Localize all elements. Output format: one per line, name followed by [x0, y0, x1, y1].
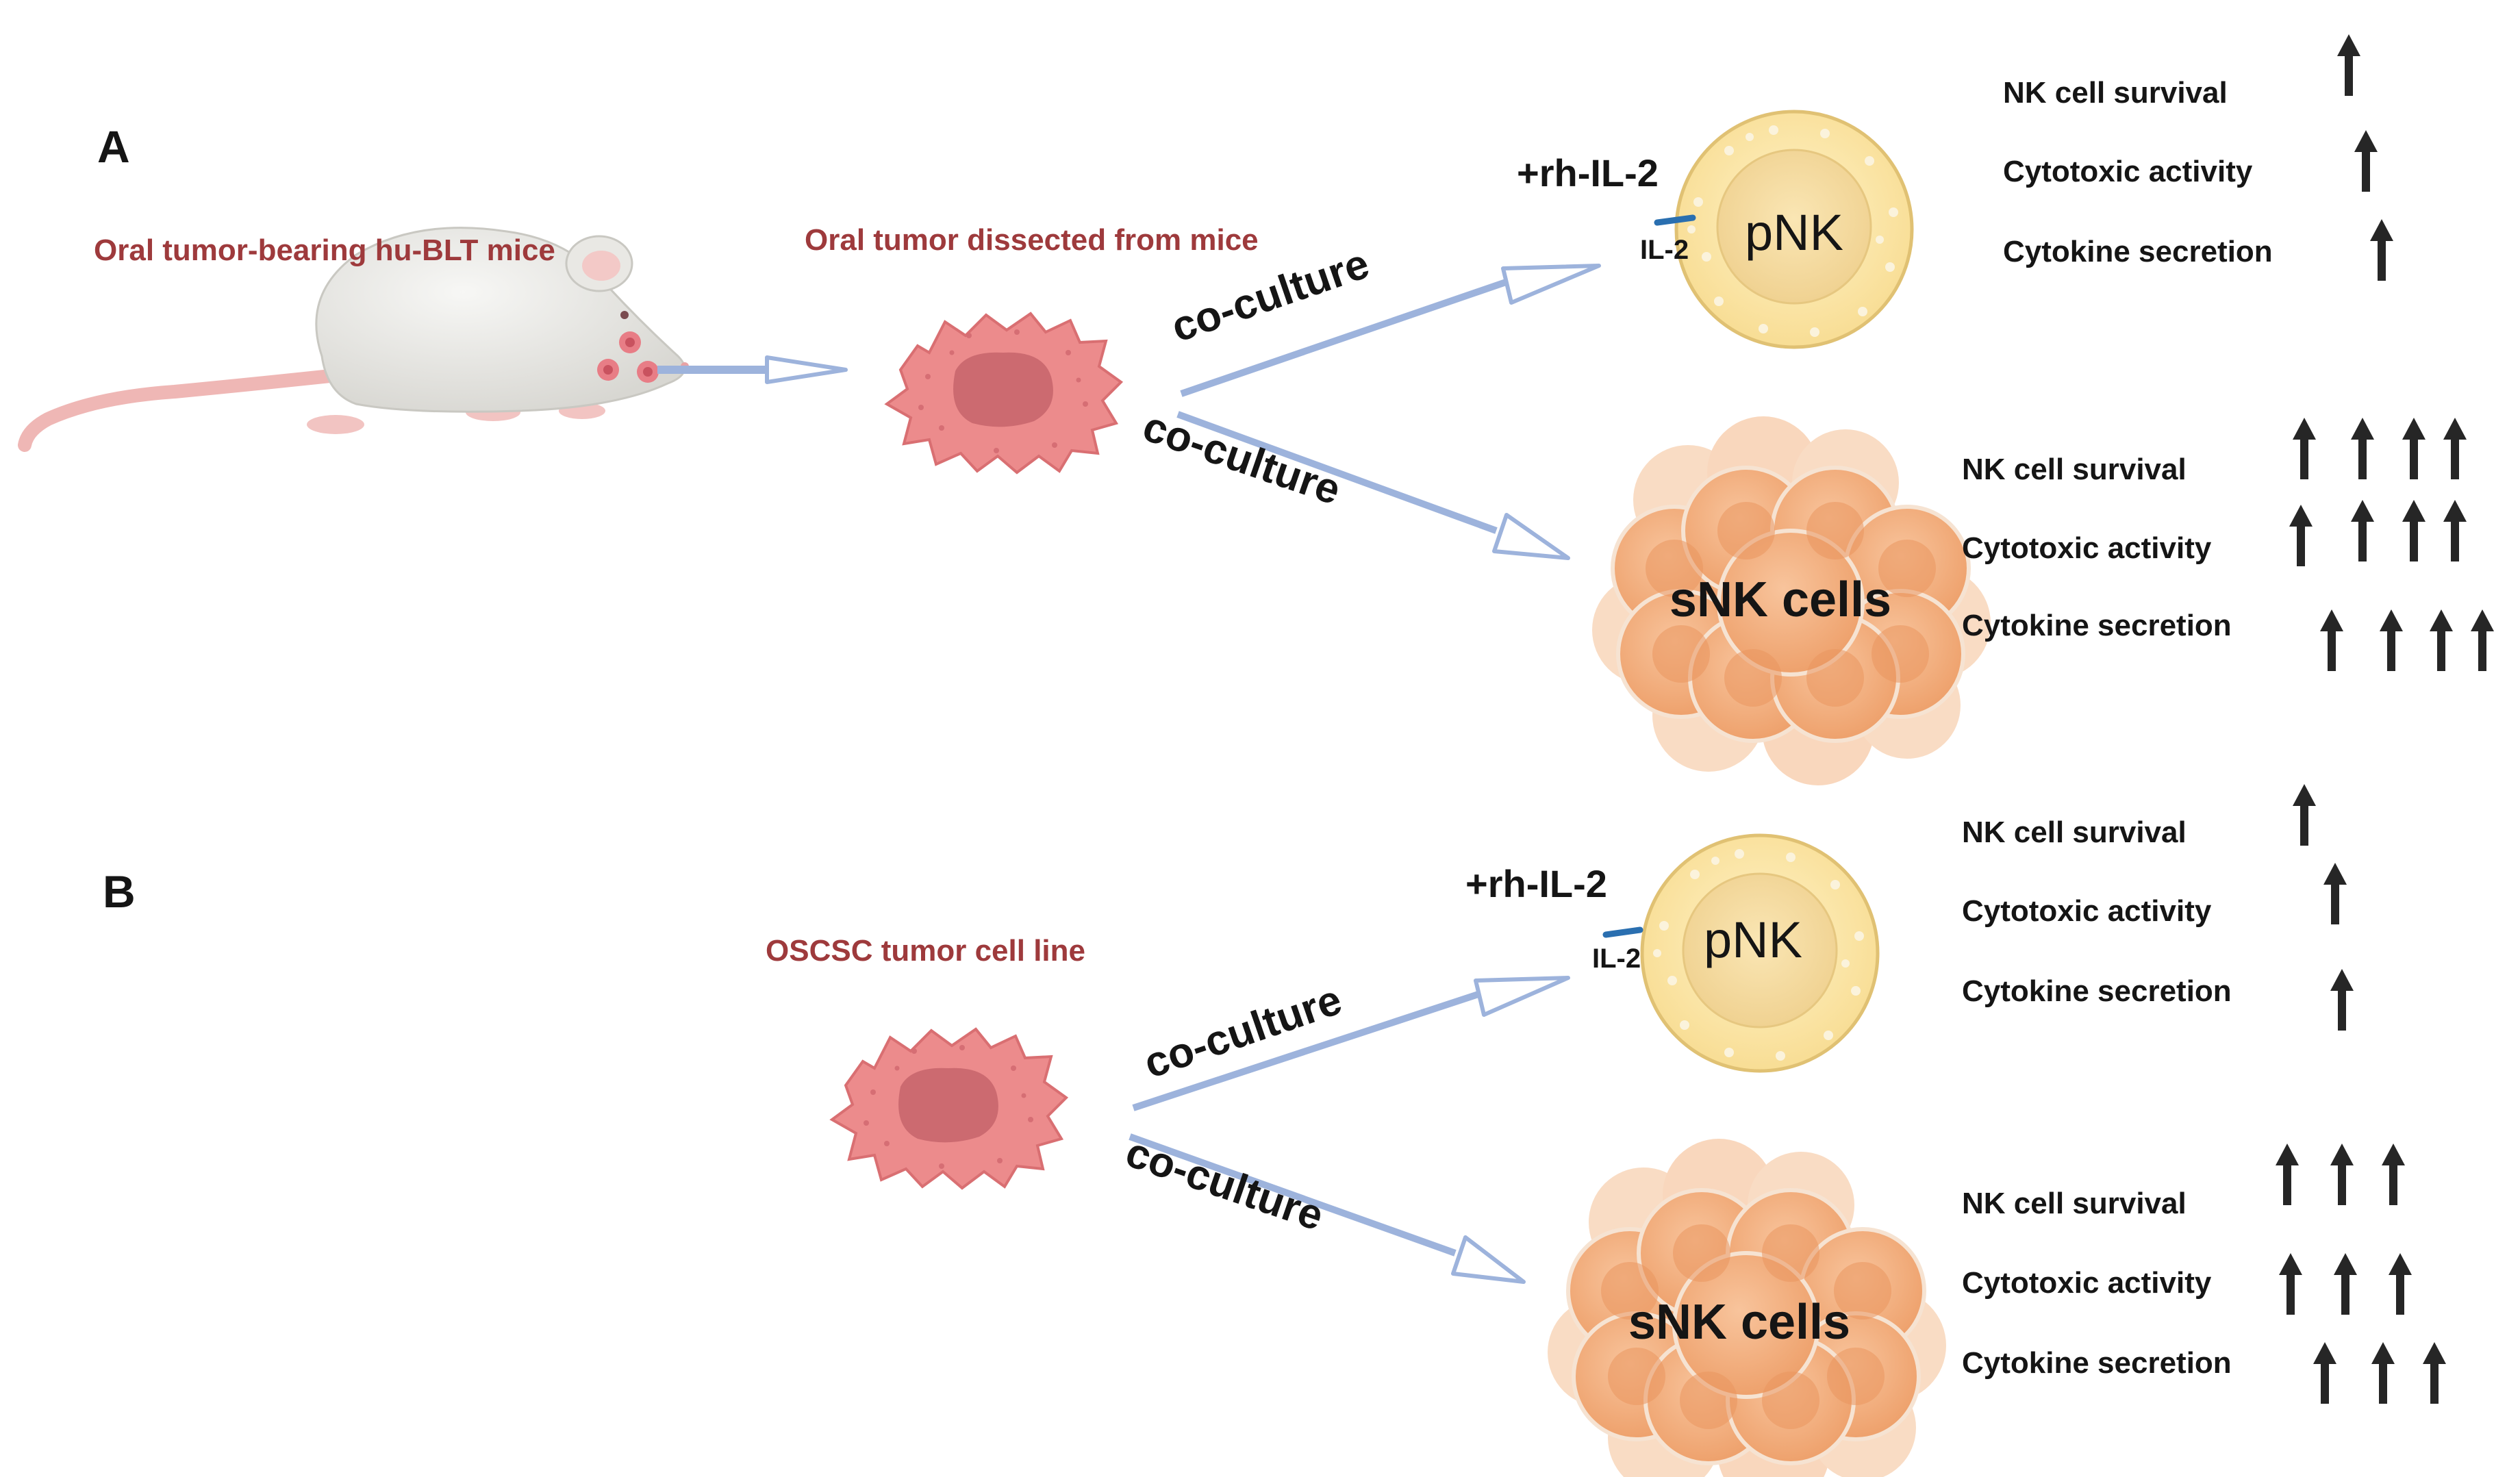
panel-b-letter: B — [103, 866, 136, 917]
effect-label: Cytotoxic activity — [1962, 894, 2212, 928]
effect-label: Cytokine secretion — [2003, 235, 2273, 268]
up-arrow-icon — [2389, 1253, 2412, 1315]
effect-label: NK cell survival — [2003, 76, 2228, 110]
up-arrow-icon — [2370, 219, 2393, 281]
up-arrow-icon — [2323, 863, 2347, 924]
up-arrow-icon — [2320, 609, 2343, 671]
up-arrow-icon — [2330, 1144, 2354, 1205]
up-arrow-icon — [2334, 1253, 2357, 1315]
il2-receptor-label: IL-2 — [1640, 235, 1689, 265]
flow-arrow-icon — [1176, 411, 1570, 560]
up-arrow-icon — [2293, 784, 2316, 846]
tumor-cell-icon — [831, 1028, 1068, 1189]
pnk-cell-label: pNK — [1704, 911, 1802, 968]
il2-receptor-mark — [1602, 926, 1643, 938]
up-arrow-icon — [2351, 500, 2374, 561]
coculture-bottom-label: co-culture — [1120, 1128, 1329, 1240]
up-arrow-icon — [2330, 969, 2354, 1031]
pnk-cell-label: pNK — [1745, 204, 1843, 261]
snk-cell-label: sNK cells — [1670, 572, 1891, 627]
pnk-effects-b: NK cell survival Cytotoxic activity Cyto… — [1962, 784, 2354, 1031]
up-arrow-icon — [2443, 500, 2467, 561]
up-arrow-icon — [2402, 500, 2426, 561]
up-arrow-icon — [2276, 1144, 2299, 1205]
effect-label: Cytokine secretion — [1962, 1346, 2232, 1380]
effect-label: Cytokine secretion — [1962, 609, 2232, 642]
up-arrow-icon — [2279, 1253, 2302, 1315]
up-arrow-icon — [2402, 418, 2426, 479]
snk-cell-label: sNK cells — [1628, 1295, 1850, 1350]
pnk-effects-a: NK cell survival Cytotoxic activity Cyto… — [2003, 34, 2393, 281]
effect-label: NK cell survival — [1962, 1187, 2187, 1220]
cell-line-label: OSCSC tumor cell line — [766, 934, 1085, 968]
up-arrow-icon — [2354, 130, 2378, 192]
up-arrow-icon — [2423, 1342, 2446, 1404]
up-arrow-icon — [2293, 418, 2316, 479]
effect-label: NK cell survival — [1962, 453, 2187, 486]
flow-arrow-icon — [657, 355, 848, 384]
coculture-bottom-label: co-culture — [1137, 403, 1346, 514]
snk-effects-a: NK cell survival Cytotoxic activity Cyto… — [1962, 418, 2494, 671]
flow-arrow-icon — [1129, 1133, 1526, 1284]
mouse-label: Oral tumor-bearing hu-BLT mice — [94, 233, 555, 267]
flow-arrow-icon — [1132, 976, 1570, 1111]
up-arrow-icon — [2337, 34, 2360, 96]
tumor-label: Oral tumor dissected from mice — [805, 223, 1259, 257]
il2-receptor-mark — [1654, 214, 1696, 226]
tumor-cell-icon — [885, 312, 1122, 474]
il2-receptor-label: IL-2 — [1592, 944, 1641, 974]
panel-a-letter: A — [97, 121, 130, 172]
up-arrow-icon — [2443, 418, 2467, 479]
up-arrow-icon — [2351, 418, 2374, 479]
effect-label: Cytotoxic activity — [1962, 531, 2212, 565]
effect-label: Cytotoxic activity — [2003, 155, 2253, 188]
effect-label: NK cell survival — [1962, 816, 2187, 849]
up-arrow-icon — [2289, 505, 2313, 566]
effect-label: Cytokine secretion — [1962, 974, 2232, 1008]
up-arrow-icon — [2382, 1144, 2405, 1205]
flow-arrow-icon — [1180, 264, 1601, 397]
snk-effects-b: NK cell survival Cytotoxic activity Cyto… — [1962, 1144, 2446, 1404]
il2-treatment-label: +rh-IL-2 — [1517, 151, 1659, 194]
up-arrow-icon — [2471, 609, 2494, 671]
up-arrow-icon — [2380, 609, 2403, 671]
up-arrow-icon — [2371, 1342, 2395, 1404]
il2-treatment-label: +rh-IL-2 — [1465, 862, 1607, 905]
up-arrow-icon — [2313, 1342, 2336, 1404]
mouse-icon — [18, 227, 689, 452]
effect-label: Cytotoxic activity — [1962, 1266, 2212, 1300]
up-arrow-icon — [2430, 609, 2453, 671]
